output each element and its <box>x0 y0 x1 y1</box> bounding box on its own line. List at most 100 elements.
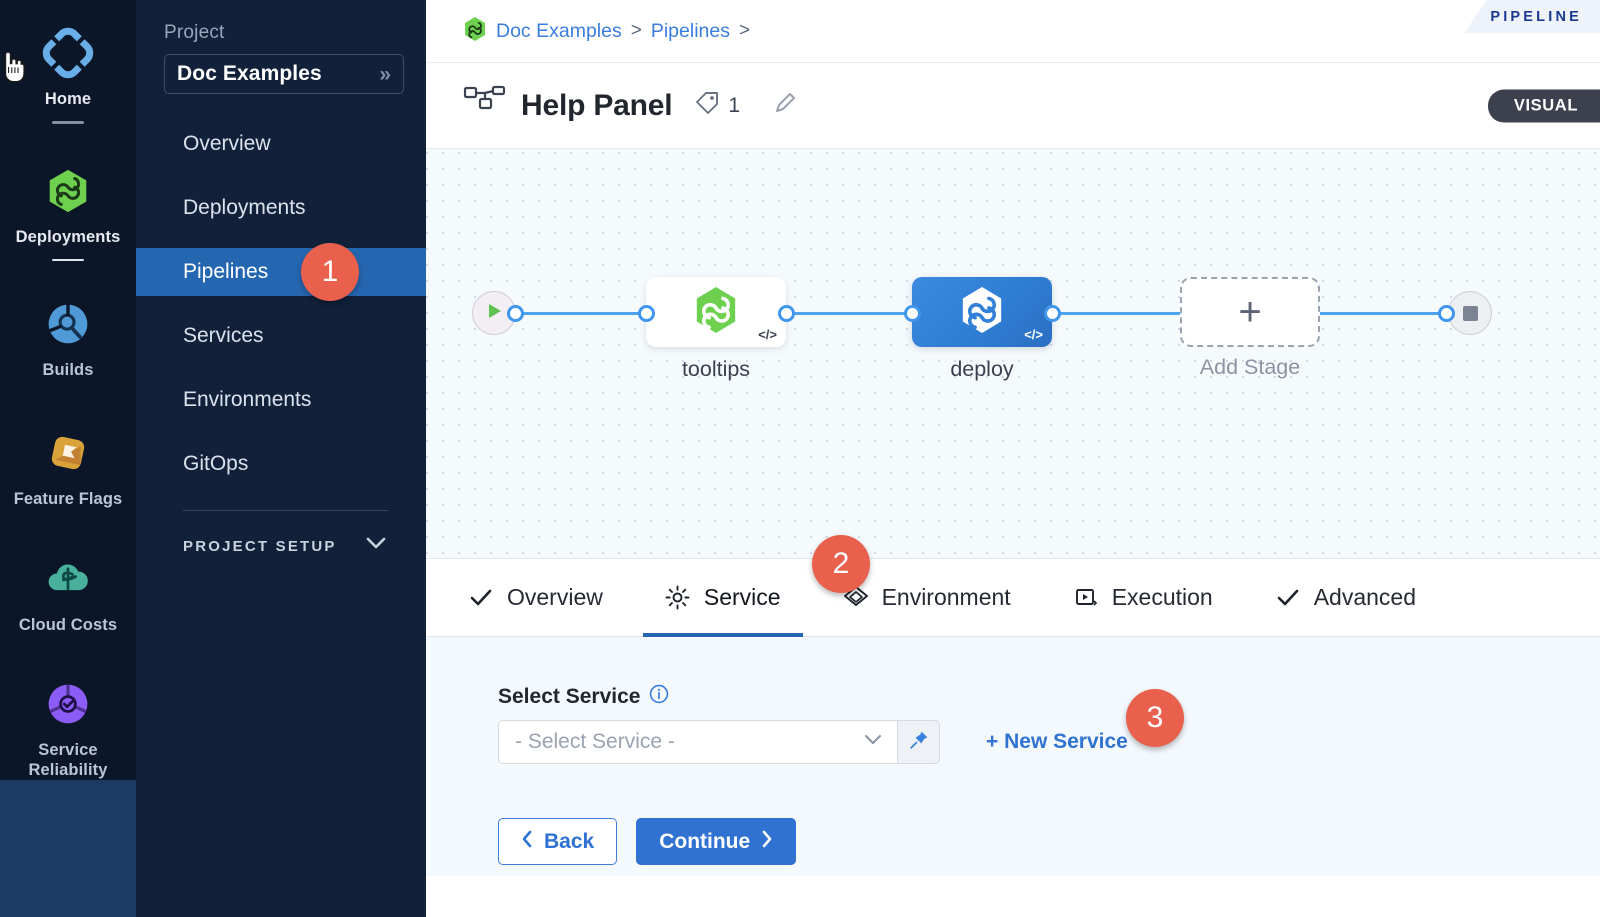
stop-square-icon <box>1462 305 1478 321</box>
sidebar-item-pipelines[interactable]: Pipelines <box>136 248 426 296</box>
harness-hexagon-green-icon <box>693 285 739 340</box>
pipeline-stage-label: tooltips <box>681 357 751 381</box>
tag-icon <box>694 90 720 121</box>
service-reliability-icon <box>41 677 95 731</box>
connector-port[interactable] <box>1438 305 1455 322</box>
pipeline-stage-label: deploy <box>950 357 1014 381</box>
tab-label: Execution <box>1111 584 1213 610</box>
select-service-value: - Select Service - <box>515 730 675 753</box>
connector-line <box>519 312 644 315</box>
tab-service[interactable]: Service <box>642 559 803 637</box>
tab-label: Environment <box>881 584 1011 610</box>
connector-port[interactable] <box>507 305 524 322</box>
sidebar-item-label: Pipelines <box>183 260 269 283</box>
rail-item-home[interactable]: Home <box>0 20 136 124</box>
pin-button[interactable] <box>898 720 940 764</box>
field-label-text: Select Service <box>498 685 641 708</box>
new-service-link[interactable]: + New Service <box>986 730 1128 753</box>
module-rail: Home Deployments <box>0 0 136 917</box>
breadcrumb-link-project[interactable]: Doc Examples <box>496 19 622 42</box>
project-selector[interactable]: Doc Examples » <box>164 54 404 94</box>
mouse-cursor-icon <box>4 51 25 83</box>
tab-advanced[interactable]: Advanced <box>1275 559 1416 637</box>
select-service-input[interactable]: - Select Service - <box>498 720 898 764</box>
project-nav-list: Overview Deployments Pipelines Services … <box>136 120 426 488</box>
connector-port[interactable] <box>904 305 921 322</box>
builds-icon <box>41 297 95 351</box>
info-circle-icon[interactable] <box>649 684 669 710</box>
rail-item-feature-flags[interactable]: Feature Flags <box>0 420 136 509</box>
pipeline-canvas[interactable]: </> tooltips </> <box>426 149 1600 559</box>
connector-line <box>1320 312 1448 315</box>
connector-port[interactable] <box>638 305 655 322</box>
project-section-label: Project <box>164 22 225 43</box>
gear-icon <box>665 585 691 610</box>
rail-active-underline <box>52 121 84 124</box>
chevron-right-icon <box>760 830 773 854</box>
rail-item-label: Cloud Costs <box>18 615 118 634</box>
cloud-costs-icon <box>41 552 95 606</box>
sidebar-item-label: Deployments <box>183 196 306 219</box>
rail-item-service-reliability[interactable]: Service Reliability <box>0 671 136 780</box>
page-title: Help Panel <box>521 88 673 122</box>
home-diamond-icon <box>41 26 95 80</box>
harness-hexagon-white-icon <box>959 285 1005 340</box>
rail-item-label: Feature Flags <box>13 490 123 509</box>
tab-environment[interactable]: Environment <box>843 559 1011 637</box>
feature-flags-icon <box>41 426 95 480</box>
pencil-icon[interactable] <box>772 90 798 121</box>
sidebar-item-gitops[interactable]: GitOps <box>136 440 426 488</box>
chevron-down-icon <box>863 733 883 751</box>
callout-badge-1: 1 <box>301 243 359 301</box>
continue-button[interactable]: Continue <box>636 818 797 865</box>
rail-items: Home Deployments <box>0 0 136 780</box>
tag-count: 1 <box>728 93 741 117</box>
callout-number: 3 <box>1146 701 1164 734</box>
visual-mode-badge[interactable]: VISUAL <box>1487 89 1600 122</box>
tab-execution[interactable]: Execution <box>1073 559 1213 637</box>
tab-overview[interactable]: Overview <box>468 559 603 637</box>
code-badge: </> <box>1024 327 1043 342</box>
add-stage-button[interactable]: + <box>1180 277 1320 347</box>
tab-label: Advanced <box>1313 584 1417 610</box>
pipeline-corner-tab[interactable]: PIPELINE <box>1464 0 1600 33</box>
breadcrumb-link-pipelines[interactable]: Pipelines <box>650 19 730 42</box>
back-button[interactable]: Back <box>498 818 618 865</box>
chevron-double-right-icon: » <box>379 62 391 86</box>
stage-tab-bar: Overview Service <box>426 535 1600 637</box>
connector-line <box>790 312 915 315</box>
select-service-row: - Select Service - + New Service <box>498 720 1600 764</box>
pipeline-end-node <box>1448 291 1492 335</box>
connector-port[interactable] <box>1044 305 1061 322</box>
breadcrumb-separator: > <box>738 20 751 41</box>
connector-port[interactable] <box>778 305 795 322</box>
sidebar-item-environments[interactable]: Environments <box>136 376 426 424</box>
pipeline-tab-label: PIPELINE <box>1490 8 1582 25</box>
sidebar-item-deployments[interactable]: Deployments <box>136 184 426 232</box>
tab-label: Overview <box>507 584 603 610</box>
check-icon <box>468 588 494 608</box>
pipeline-titlebar: Help Panel 1 VISUAL <box>426 63 1600 149</box>
rail-item-builds[interactable]: Builds <box>0 291 136 380</box>
sidebar-item-label: Overview <box>183 132 271 155</box>
sidebar-item-services[interactable]: Services <box>136 312 426 360</box>
rail-item-cloud-costs[interactable]: Cloud Costs <box>0 546 136 635</box>
sidebar-item-overview[interactable]: Overview <box>136 120 426 168</box>
rail-item-deployments[interactable]: Deployments <box>0 158 136 262</box>
sidebar-item-label: Environments <box>183 388 312 411</box>
pin-icon <box>908 729 930 756</box>
sidebar-item-label: GitOps <box>183 452 249 475</box>
check-icon <box>1275 588 1301 608</box>
deployments-hexagon-icon <box>41 164 95 218</box>
select-service-label-row: Select Service <box>498 684 1600 710</box>
pipeline-stage-tooltips[interactable]: </> <box>646 277 786 347</box>
rail-item-label: Builds <box>42 361 94 380</box>
pipeline-stage-row: </> tooltips </> <box>426 269 1600 399</box>
play-box-icon <box>1073 586 1099 610</box>
callout-badge-2: 2 <box>812 535 870 593</box>
pipeline-stage-deploy[interactable]: </> <box>912 277 1052 347</box>
callout-number: 1 <box>321 255 339 288</box>
breadcrumb: Doc Examples > Pipelines > <box>426 0 1600 63</box>
project-setup-section[interactable]: PROJECT SETUP <box>136 511 426 555</box>
